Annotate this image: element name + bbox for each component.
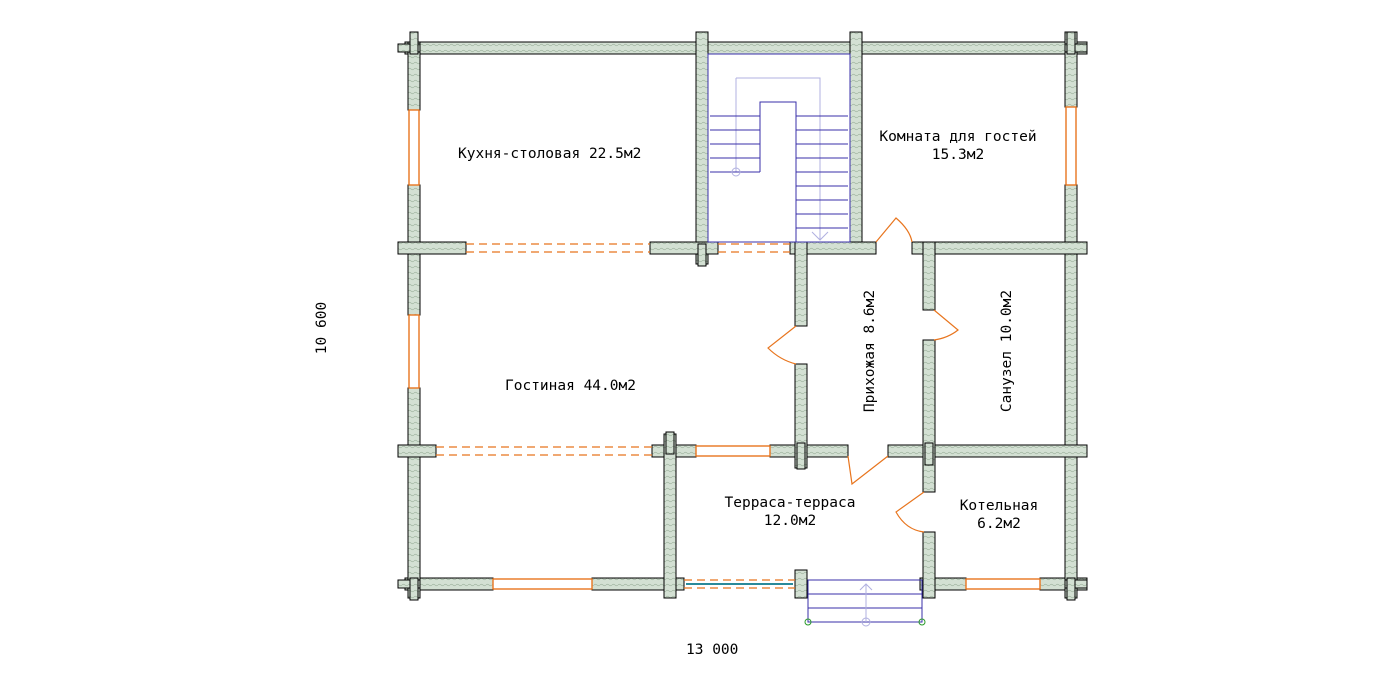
dimension-height: 10 600 xyxy=(314,301,330,355)
room-area-boiler: 6.2м2 xyxy=(977,516,1021,532)
door-gap-guest xyxy=(876,243,912,253)
wall-mid2-a xyxy=(397,444,437,458)
room-label-guest: Комната для гостей 15.3м2 xyxy=(862,128,1054,164)
room-name-terrace: Терраса-терраса xyxy=(724,495,856,511)
wall-terrace-left xyxy=(663,433,677,599)
window-right xyxy=(1065,106,1077,186)
room-label-boiler: Котельная 6.2м2 xyxy=(944,497,1054,533)
wall-stair-right xyxy=(849,31,863,245)
wall-post xyxy=(794,569,808,599)
openings xyxy=(436,243,795,589)
room-area-terrace: 12.0м2 xyxy=(763,513,817,529)
window-left-top xyxy=(408,109,420,186)
door-bath xyxy=(933,309,959,341)
wall-stair-left xyxy=(695,31,709,265)
room-label-bathroom: Санузел 10.0м2 xyxy=(999,289,1015,413)
dimension-width: 13 000 xyxy=(686,642,739,658)
window-bottom-b xyxy=(965,578,1041,590)
window-bottom-a xyxy=(492,578,593,590)
wall-left-c xyxy=(407,387,421,599)
window-left-mid xyxy=(408,314,420,389)
room-label-living: Гостиная 44.0м2 xyxy=(505,378,636,394)
wall-top xyxy=(404,41,1088,55)
stair xyxy=(707,53,851,243)
wall-hall-right-b xyxy=(922,339,936,493)
wall-mid2-c xyxy=(769,444,849,458)
window-terrace xyxy=(695,445,771,457)
wall-mid1-d xyxy=(911,241,1088,255)
log-ends xyxy=(397,31,1088,601)
door-living xyxy=(767,325,797,365)
doors xyxy=(767,217,959,533)
windows xyxy=(408,106,1077,590)
door-hall-bottom xyxy=(847,455,889,486)
wall-hall-right-a xyxy=(922,241,936,311)
wall-mid1-a xyxy=(397,241,467,255)
room-name-guest: Комната для гостей xyxy=(879,129,1037,145)
room-label-terrace: Терраса-терраса 12.0м2 xyxy=(712,494,868,530)
room-label-kitchen: Кухня-столовая 22.5м2 xyxy=(458,146,642,162)
stair-outline xyxy=(707,53,851,243)
door-boiler xyxy=(895,491,925,533)
wall-hall-left-a xyxy=(794,241,808,327)
entry-steps xyxy=(804,579,926,627)
room-area-guest: 15.3м2 xyxy=(931,147,985,163)
room-name-boiler: Котельная xyxy=(959,498,1039,514)
wall-hall-right-c xyxy=(922,531,936,599)
room-label-hallway: Прихожая 8.6м2 xyxy=(862,289,878,413)
wall-mid2-d xyxy=(887,444,1088,458)
wall-mid1-b xyxy=(649,241,719,255)
door-guest xyxy=(875,217,913,243)
